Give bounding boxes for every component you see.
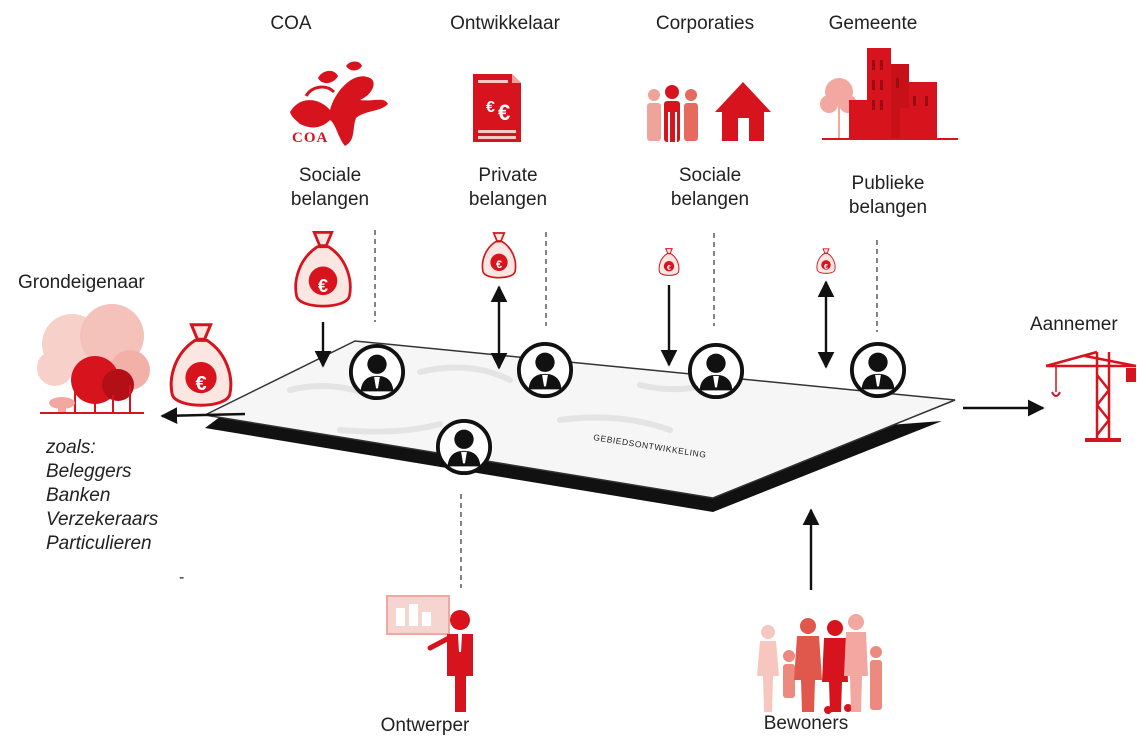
ontwikkelaar-interest-line1: Private	[478, 165, 538, 186]
example-beleggers: Beleggers	[46, 461, 132, 482]
residents-family-icon	[757, 614, 882, 714]
ontwikkelaar-money-bag-icon: €	[481, 232, 517, 279]
trees-icon	[37, 304, 150, 414]
grondeigenaar-left-arrow	[160, 407, 246, 425]
euro-document-icon: € €	[473, 74, 521, 142]
document-euro-large: €	[498, 100, 510, 125]
grondeigenaar-examples: zoals: Beleggers Banken Verzekeraars Par…	[46, 436, 158, 556]
gemeente-title: Gemeente	[828, 13, 918, 34]
crane-icon	[1045, 350, 1137, 442]
aannemer-title: Aannemer	[1030, 314, 1118, 335]
coa-title: COA	[270, 13, 312, 34]
corporaties-interest-line1: Sociale	[678, 165, 742, 186]
example-banken: Banken	[46, 485, 111, 506]
bag-euro-symbol: €	[318, 276, 328, 296]
coa-interest-line2: belangen	[290, 189, 370, 210]
gemeente-interest-line1: Publieke	[851, 173, 925, 194]
bag-euro-symbol: €	[496, 259, 502, 271]
bewoners-title: Bewoners	[763, 713, 849, 734]
ontwikkelaar-person-icon	[516, 341, 574, 399]
coa-interest-line1: Sociale	[298, 165, 362, 186]
corporaties-interest-line2: belangen	[670, 189, 750, 210]
people-group-icon	[647, 85, 698, 142]
ontwerper-title: Ontwerper	[380, 715, 470, 736]
corporaties-person-icon	[687, 342, 745, 400]
gemeente-interest-label: Publieke belangen	[828, 172, 948, 220]
document-euro-small: €	[486, 99, 495, 116]
bag-euro-symbol: €	[824, 264, 828, 271]
corporaties-money-bag-icon: €	[658, 248, 680, 276]
gemeente-money-bag-icon: €	[816, 248, 836, 274]
dashed-lines	[374, 230, 878, 588]
corporaties-title: Corporaties	[655, 13, 755, 34]
development-plane: GEBIEDSONTWIKKELING	[202, 340, 956, 512]
example-verzekeraars: Verzekeraars	[46, 509, 159, 530]
city-buildings-icon	[820, 48, 958, 140]
gemeente-interest-line2: belangen	[848, 197, 928, 218]
coa-person-icon	[348, 343, 406, 401]
ontwerper-person-icon	[435, 418, 493, 476]
arrows	[160, 280, 1045, 590]
gemeente-person-icon	[849, 341, 907, 399]
ontwikkelaar-interest-line2: belangen	[468, 189, 548, 210]
grondeigenaar-money-bag-icon: €	[169, 323, 233, 407]
coa-interest-label: Sociale belangen	[270, 164, 390, 212]
ontwikkelaar-interest-label: Private belangen	[448, 164, 568, 212]
house-icon	[715, 82, 771, 141]
coa-logo-icon: COA	[290, 61, 388, 146]
coa-logo-text: COA	[292, 130, 328, 146]
crane-counterweight	[1126, 368, 1136, 382]
coa-money-bag-icon: €	[294, 231, 352, 308]
example-particulieren: Particulieren	[46, 533, 152, 554]
bag-euro-symbol: €	[667, 265, 671, 272]
corporaties-interest-label: Sociale belangen	[650, 164, 770, 212]
designer-icon	[386, 595, 473, 712]
money-bags: € € € € €	[169, 231, 836, 407]
examples-intro: zoals:	[46, 437, 96, 458]
bag-euro-symbol: €	[195, 373, 206, 395]
stray-dash: -	[179, 569, 185, 586]
grondeigenaar-title: Grondeigenaar	[18, 272, 145, 293]
ontwikkelaar-title: Ontwikkelaar	[450, 13, 560, 34]
